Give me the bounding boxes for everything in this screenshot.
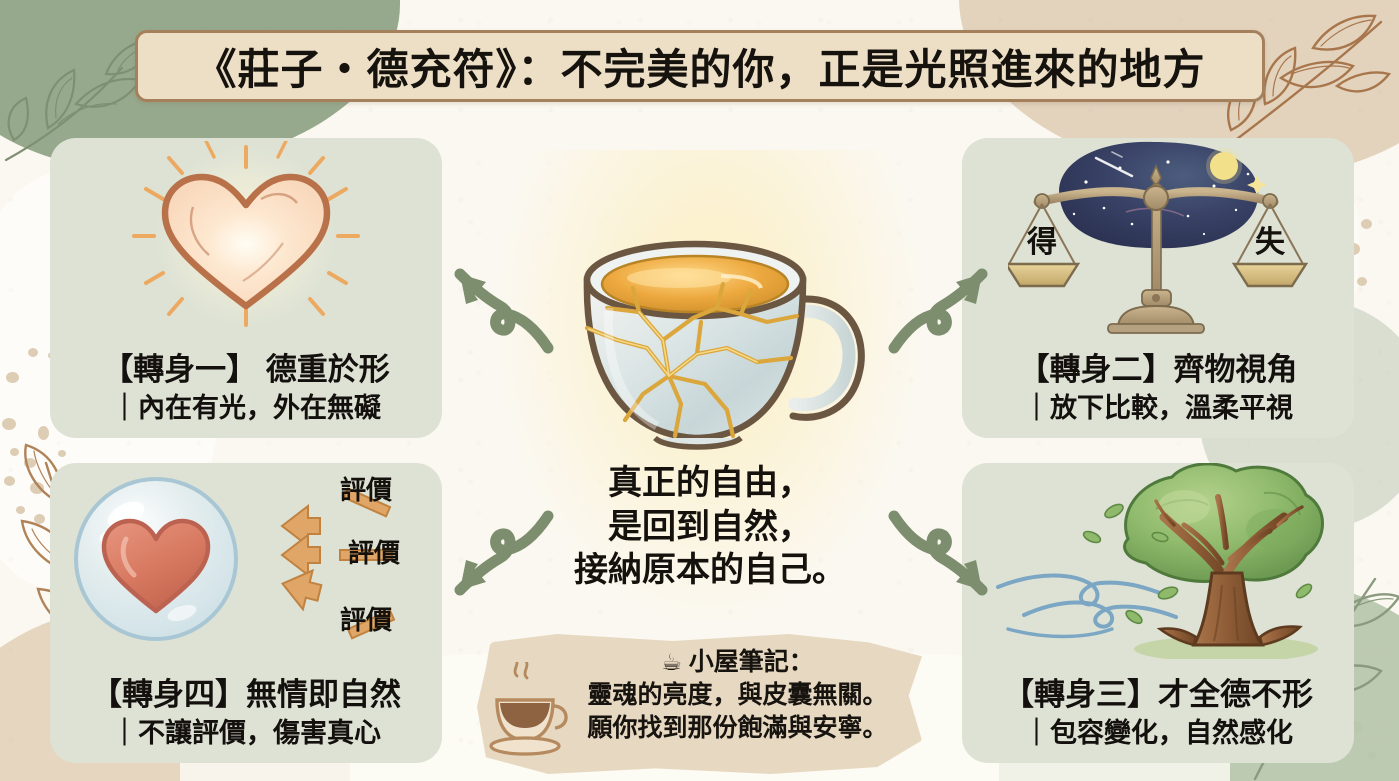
glowing-heart-icon: [132, 141, 360, 328]
card-one-text: 【轉身一】 德重於形 ｜內在有光，外在無礙: [50, 352, 442, 424]
footer-note-line-1: ☕ 小屋筆記：: [565, 646, 910, 679]
card-three-subheading: ｜包容變化，自然感化: [1023, 717, 1293, 748]
scale-label-gain: 得: [1026, 226, 1057, 259]
coffee-cup-illustration: [489, 662, 568, 756]
critique-label-2: 評價: [348, 538, 401, 568]
page-title: 《莊子・德充符》：不完美的你，正是光照進來的地方: [194, 45, 1206, 93]
arrow-center-to-card-four: [454, 510, 554, 596]
card-two-subheading: ｜放下比較，溫柔平視: [1023, 392, 1293, 423]
card-two-text: 【轉身二】齊物視角 ｜放下比較，溫柔平視: [962, 352, 1354, 424]
footer-note-line-2: 靈魂的亮度，與皮囊無關。: [587, 680, 888, 709]
card-one[interactable]: 【轉身一】 德重於形 ｜內在有光，外在無礙: [50, 138, 442, 438]
heart-in-bubble-icon: [74, 477, 238, 641]
footer-note-line-3: 願你找到那份飽滿與安寧。: [587, 713, 888, 742]
arrow-center-to-card-one: [454, 268, 554, 354]
coffee-icon: ☕: [661, 649, 682, 675]
card-four-text: 【轉身四】無情即自然 ｜不讓評價，傷害真心: [50, 677, 442, 749]
balance-scale-night-sky-icon: 得 失: [1008, 141, 1308, 334]
critique-label-3: 評價: [340, 605, 393, 635]
center-quote-line-3: 接納原本的自己。: [574, 551, 846, 590]
footer-note-title: 小屋筆記：: [688, 648, 814, 676]
center-quote-line-1: 真正的自由，: [608, 464, 812, 502]
card-four-subheading: ｜不讓評價，傷害真心: [111, 717, 381, 748]
card-four-heading: 【轉身四】無情即自然: [91, 676, 401, 712]
critique-arrows: [280, 487, 396, 640]
center-quote: 真正的自由， 是回到自然， 接納原本的自己。: [520, 462, 900, 593]
footer-note: ☕ 小屋筆記： 靈魂的亮度，與皮囊無關。 願你找到那份飽滿與安寧。: [477, 634, 922, 774]
card-one-heading: 【轉身一】 德重於形: [102, 351, 390, 387]
card-two-heading: 【轉身二】齊物視角: [1018, 351, 1298, 387]
critique-label-1: 評價: [340, 475, 393, 505]
card-one-subheading: ｜內在有光，外在無礙: [111, 392, 381, 423]
arrow-center-to-card-three: [888, 510, 988, 596]
card-four-art: [50, 463, 442, 659]
card-two-art: 得 失: [962, 138, 1354, 334]
arrow-center-to-card-two: [888, 268, 988, 354]
page-title-banner: 《莊子・德充符》：不完美的你，正是光照進來的地方: [135, 30, 1265, 102]
card-three-art: [962, 463, 1354, 659]
footer-note-text: ☕ 小屋筆記： 靈魂的亮度，與皮囊無關。 願你找到那份飽滿與安寧。: [565, 646, 910, 745]
wind-blown-tree-icon: [996, 463, 1324, 659]
card-three[interactable]: 【轉身三】才全德不形 ｜包容變化，自然感化: [962, 463, 1354, 763]
kintsugi-teacup-illustration: [548, 185, 874, 465]
card-three-text: 【轉身三】才全德不形 ｜包容變化，自然感化: [962, 677, 1354, 749]
center-quote-line-2: 是回到自然，: [608, 507, 812, 546]
card-two[interactable]: 得 失 【轉身二】齊物視角 ｜放下比較，溫柔平視: [962, 138, 1354, 438]
kintsugi-teacup-icon: [583, 240, 865, 450]
scale-label-loss: 失: [1255, 226, 1286, 259]
card-three-heading: 【轉身三】才全德不形: [1003, 676, 1313, 712]
card-four[interactable]: 【轉身四】無情即自然 ｜不讓評價，傷害真心: [50, 463, 442, 763]
card-one-art: [50, 138, 442, 334]
